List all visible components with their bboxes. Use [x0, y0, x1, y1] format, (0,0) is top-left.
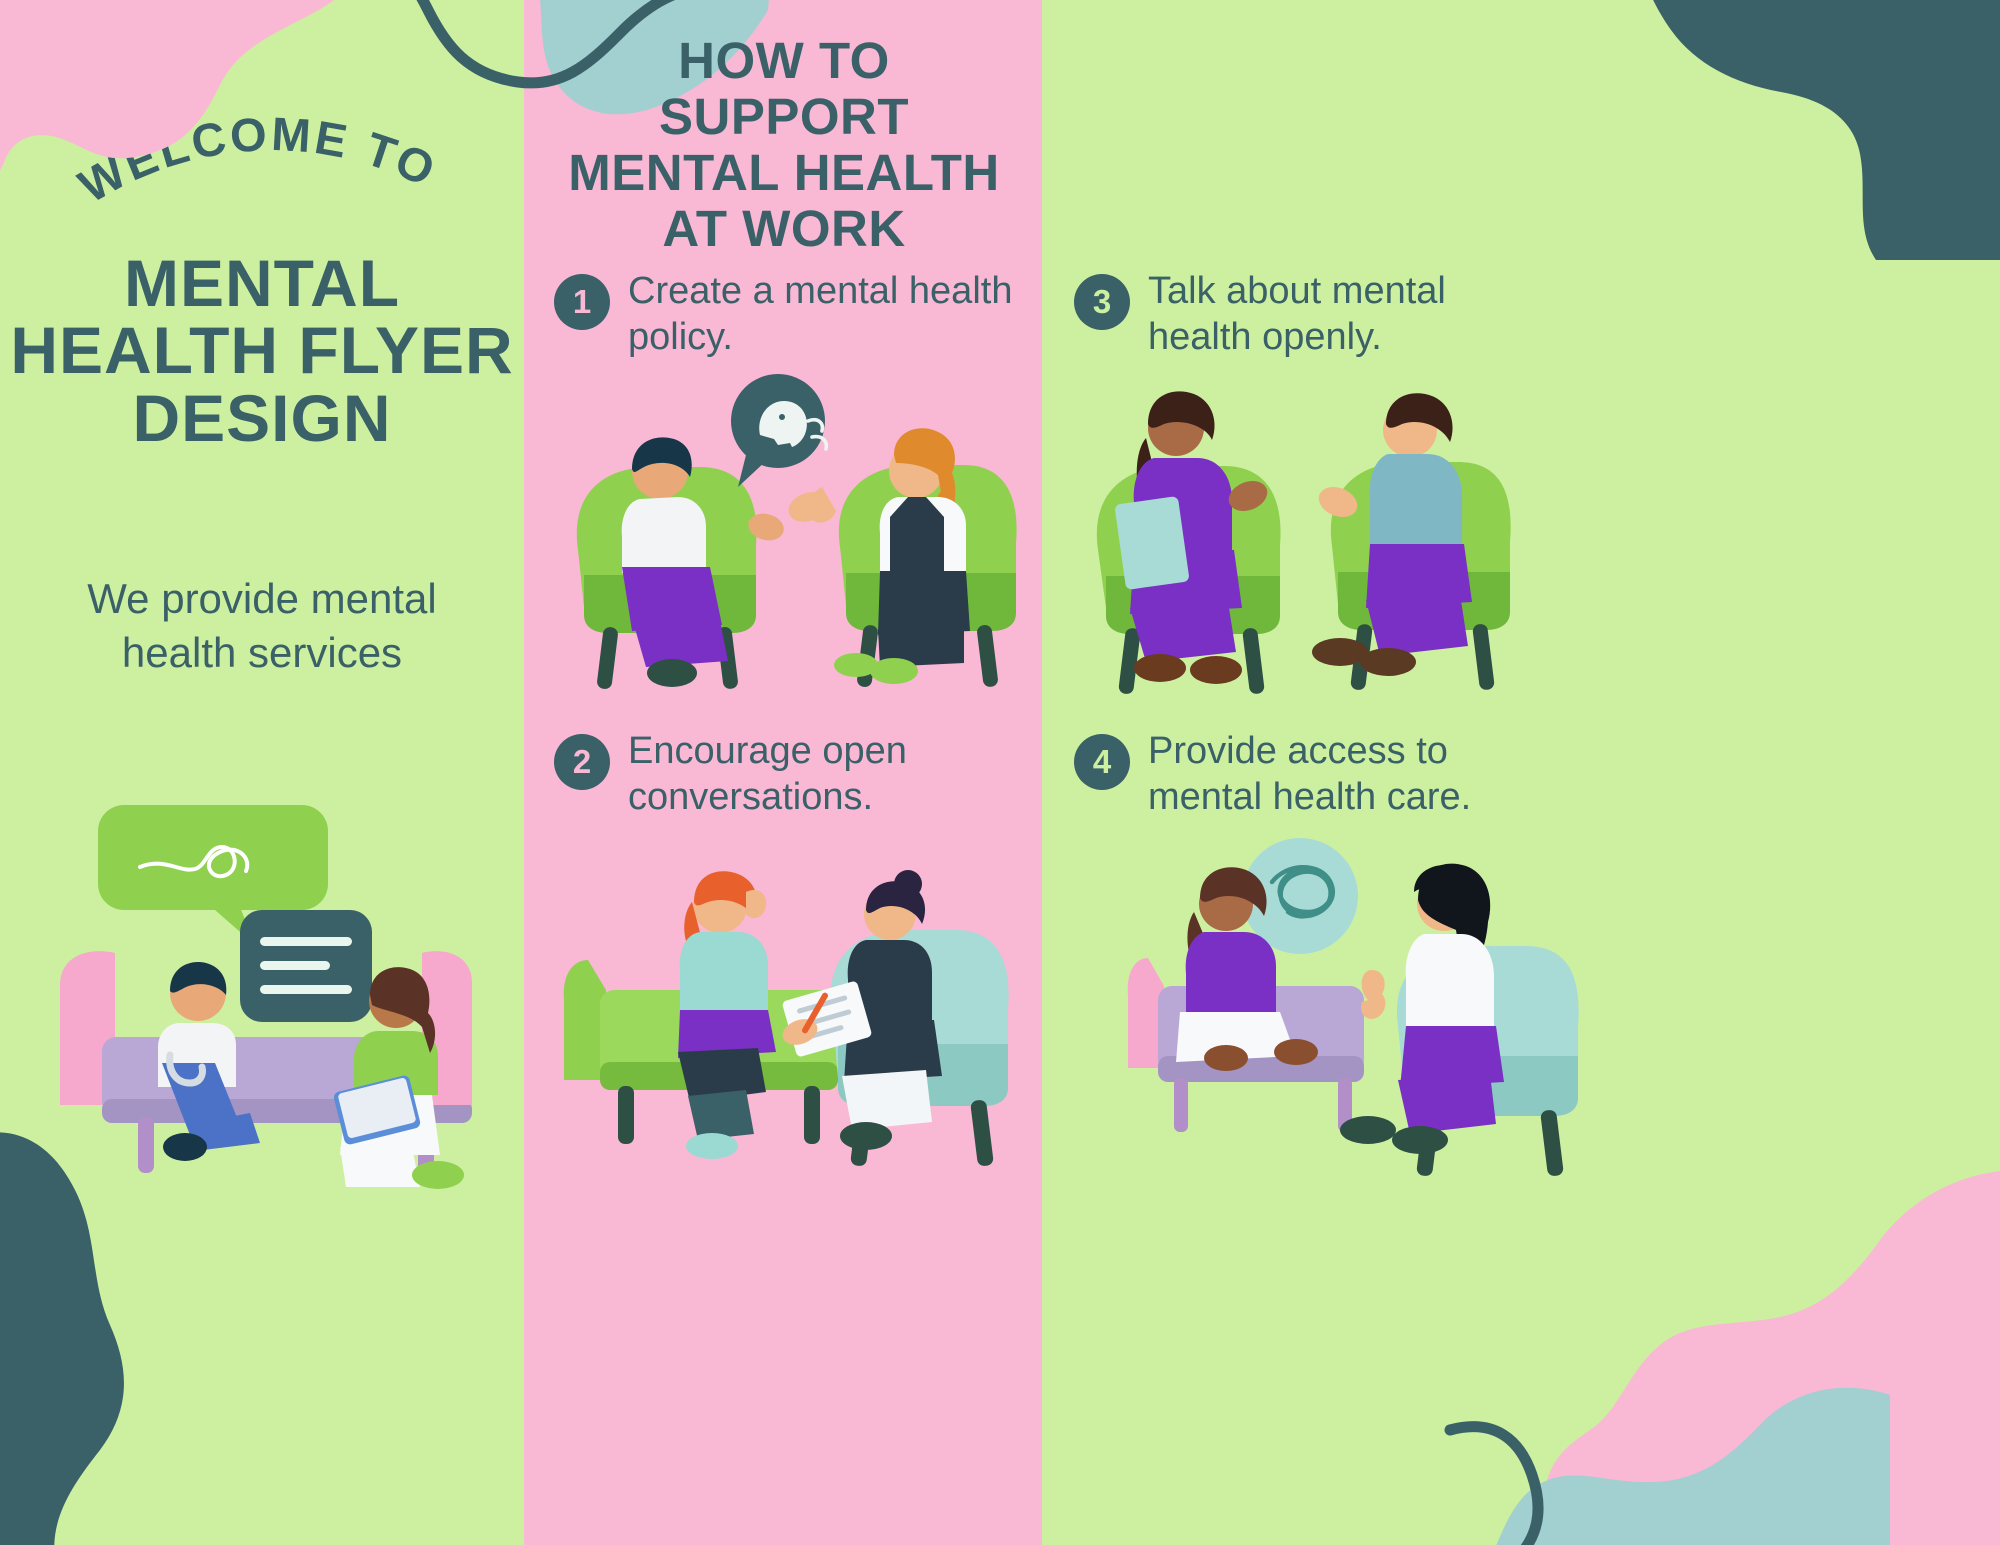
person-therapist-chair: [782, 870, 942, 1150]
person-woman-purple: [1115, 391, 1268, 684]
page-title-line-3: DESIGN: [132, 380, 392, 455]
person-right: [807, 428, 970, 684]
person-client-lilac-sofa: [1176, 867, 1318, 1071]
page-title: MENTAL HEALTH FLYER DESIGN: [10, 246, 514, 455]
step-item-2: 2 Encourage open conversations.: [554, 728, 1024, 821]
person-man-blue: [1312, 393, 1472, 676]
step-text-1: Create a mental health policy.: [628, 270, 1013, 359]
middle-panel-heading: HOW TO SUPPORT MENTAL HEALTH AT WORK: [534, 32, 1034, 258]
middle-panel: [524, 0, 1042, 1545]
step-number-badge-4: 4: [1074, 734, 1130, 790]
lead-line-2: health services: [121, 628, 403, 676]
step-item-4: 4 Provide access to mental health care.: [1074, 728, 1504, 821]
thought-bubble-head-icon: [731, 374, 829, 487]
step-number-badge-1: 1: [554, 274, 610, 330]
speech-bubble-dark: [240, 910, 372, 1022]
illustration-counseling-session-tangled-thought: [1127, 830, 1600, 1190]
illustration-counseling-session-sofa: [40, 795, 530, 1215]
svg-text:WELCOME TO: WELCOME TO: [70, 107, 446, 213]
person-left: [621, 437, 728, 687]
step-text-2: Encourage open conversations.: [628, 730, 907, 819]
tangled-scribble-bubble-icon: [1242, 838, 1358, 954]
page-title-line-1: MENTAL: [123, 246, 401, 320]
person-therapist-teal-chair: [1340, 863, 1504, 1154]
illustration-therapist-with-clipboard-sofa: [560, 840, 1020, 1195]
illustration-two-people-conversation-chairs: [1080, 370, 1511, 720]
lead-line-1: We provide mental: [87, 575, 437, 622]
person-client-sofa: [678, 871, 776, 1159]
step-number-badge-3: 3: [1074, 274, 1130, 330]
welcome-eyebrow: WELCOME TO: [70, 107, 446, 213]
heading-line-4: AT WORK: [662, 200, 906, 258]
step-item-1: 1 Create a mental health policy.: [554, 268, 1024, 361]
lead-paragraph: We provide mental health services: [30, 572, 494, 680]
person-client: [158, 962, 260, 1161]
gesture-hands: [748, 492, 828, 541]
page-title-line-2: HEALTH FLYER: [10, 313, 514, 388]
step-number-badge-2: 2: [554, 734, 610, 790]
step-text-4: Provide access to mental health care.: [1148, 730, 1472, 819]
heading-line-1: HOW TO: [678, 32, 890, 89]
heading-line-2: SUPPORT: [658, 88, 910, 146]
illustration-two-people-talking-armchairs: [560, 374, 1020, 720]
person-therapist: [333, 967, 464, 1189]
step-text-3: Talk about mental health openly.: [1148, 270, 1446, 359]
welcome-eyebrow-text: WELCOME TO: [70, 107, 443, 213]
step-item-3: 3 Talk about mental health openly.: [1074, 268, 1504, 361]
heading-line-3: MENTAL HEALTH: [568, 144, 1000, 202]
